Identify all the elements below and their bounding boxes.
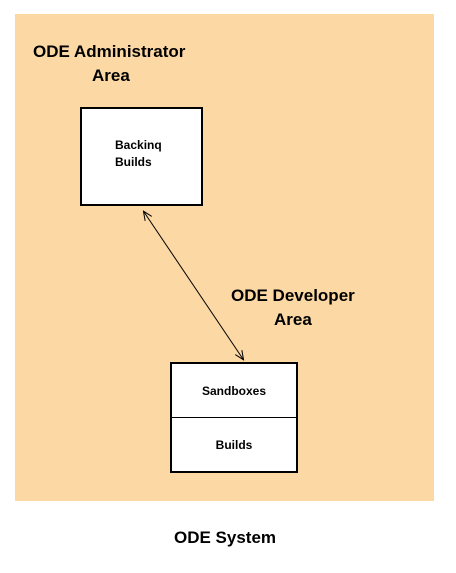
backing-builds-line1: Backinq [115, 138, 162, 152]
developer-area-label-line1: ODE Developer [231, 286, 355, 305]
backing-builds-text: Backinq Builds [115, 137, 162, 171]
developer-box: Sandboxes Builds [170, 362, 298, 473]
system-label: ODE System [174, 528, 277, 547]
builds-cell: Builds [215, 437, 253, 452]
admin-area-label-line1: ODE Administrator [33, 42, 186, 61]
sandboxes-cell: Sandboxes [172, 364, 296, 418]
admin-area-label: ODE Administrator Area [33, 40, 185, 88]
developer-area-label: ODE Developer Area [231, 284, 355, 332]
backing-builds-box: Backinq Builds [80, 107, 203, 206]
backing-builds-line2: Builds [115, 155, 152, 169]
admin-area-label-line2: Area [92, 66, 130, 85]
developer-area-label-line2: Area [274, 310, 312, 329]
